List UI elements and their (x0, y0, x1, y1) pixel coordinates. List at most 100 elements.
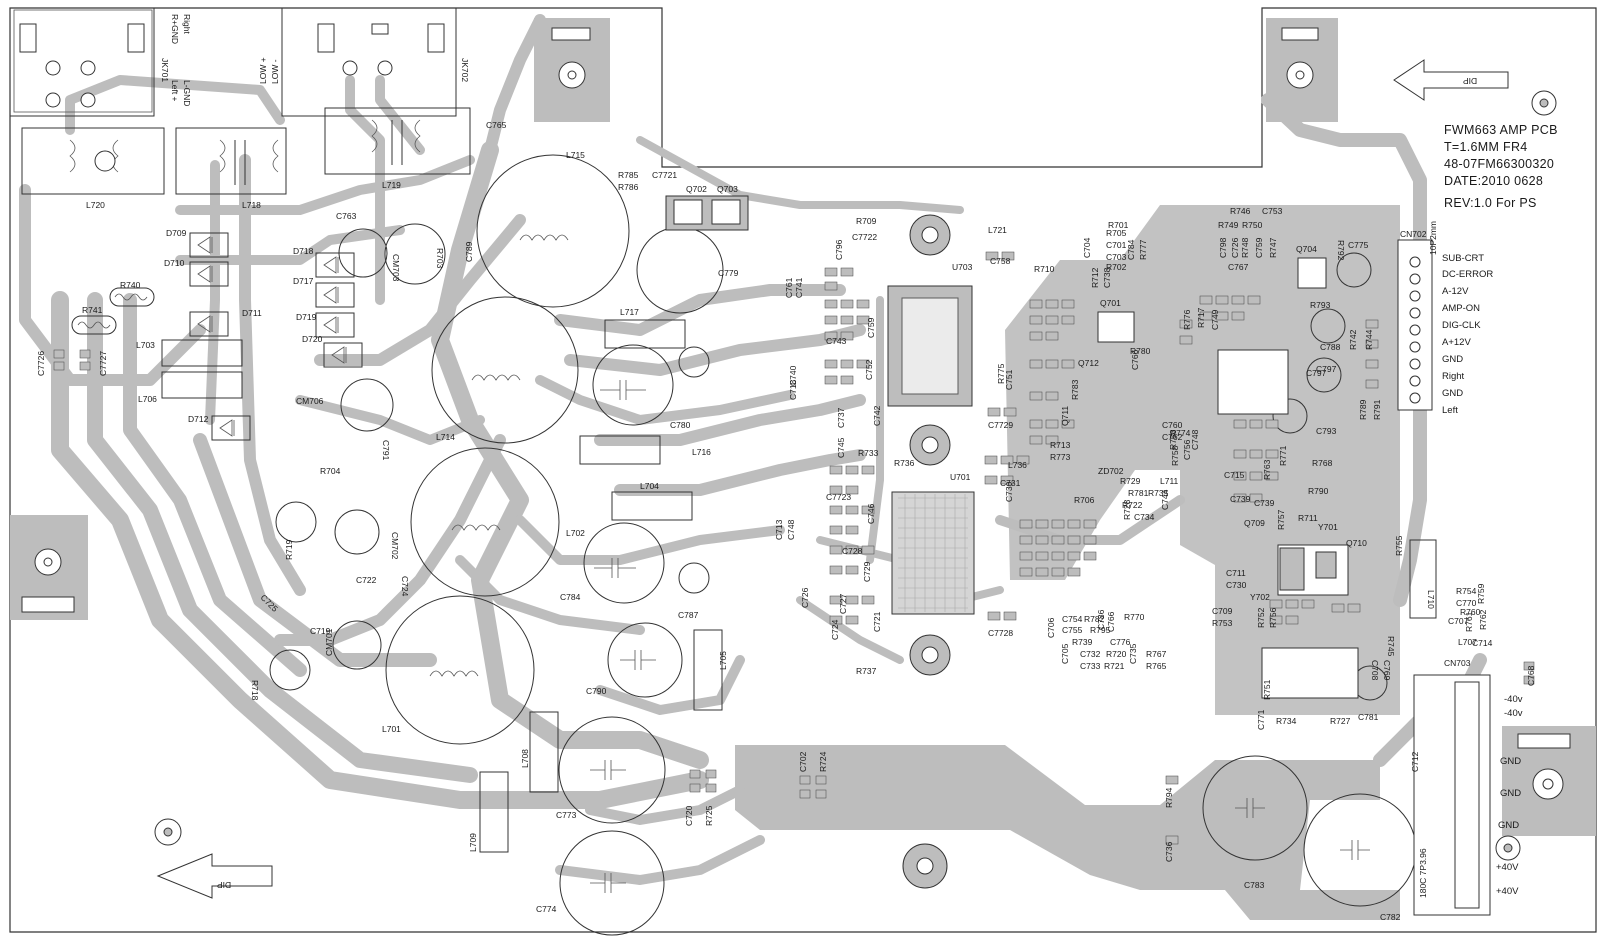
component-ref-label: R770 (1124, 612, 1145, 622)
component-ref-label: C763 (336, 211, 357, 221)
jack-jk702: JK702 LOW + LOW - (258, 7, 470, 117)
component-ref-label: D719 (296, 312, 317, 322)
cn703-pin-label: +40V (1496, 862, 1519, 873)
component-ref-label: C719 (310, 626, 331, 636)
component-ref-label: L718 (242, 200, 261, 210)
component-ref-label: R752 (1256, 607, 1266, 628)
component-ref-label: R768 (1312, 458, 1333, 468)
cn703-part: 180C 7P3.96 (1418, 848, 1428, 898)
component-ref-label: L721 (988, 225, 1007, 235)
component-ref-label: C789 (464, 241, 474, 262)
component-ref-label: C735 (1128, 643, 1138, 664)
jk702-label: JK702 (460, 58, 470, 82)
component-ref-label: C714 (1472, 638, 1493, 648)
component-ref-label: R702 (1106, 262, 1127, 272)
component-ref-label: C766 (1130, 349, 1140, 370)
jk701-pin: Right (182, 14, 192, 34)
component-ref-label: C726 (1230, 237, 1240, 258)
component-ref-label: C782 (1380, 912, 1401, 922)
component-ref-label: C767 (1228, 262, 1249, 272)
component-ref-label: R741 (82, 305, 103, 315)
component-ref-label: C703 (1106, 252, 1127, 262)
component-ref-label: C7727 (98, 351, 108, 376)
component-ref-label: R725 (704, 805, 714, 826)
component-ref-label: R740 (120, 280, 141, 290)
component-ref-label: L702 (566, 528, 585, 538)
component-ref-label: Q712 (1078, 358, 1099, 368)
component-ref-label: L715 (566, 150, 585, 160)
axial-parts (71, 287, 1437, 853)
component-ref-label: R759 (1476, 583, 1486, 604)
board-title: FWM663 AMP PCB (1444, 123, 1558, 137)
board-thickness: T=1.6MM FR4 (1444, 140, 1528, 154)
component-ref-label: R751 (1262, 679, 1272, 700)
component-ref-label: R756 (1268, 607, 1278, 628)
cn702-pin-label: GND (1442, 354, 1463, 365)
component-ref-label: R733 (858, 448, 879, 458)
component-ref-label: C784 (1126, 239, 1136, 260)
component-ref-label: R794 (1164, 787, 1174, 808)
component-ref-label: Y702 (1250, 592, 1270, 602)
component-ref-label: R706 (1074, 495, 1095, 505)
component-ref-label: C7721 (652, 170, 677, 180)
cn702-pin-label: Right (1442, 371, 1465, 382)
component-ref-label: C7722 (852, 232, 877, 242)
component-ref-label: C765 (486, 120, 507, 130)
component-ref-label: R719 (284, 539, 294, 560)
component-ref-label: C728 (842, 546, 863, 556)
diodes (189, 232, 363, 441)
component-ref-label: R783 (1070, 379, 1080, 400)
component-ref-label: C701 (1106, 240, 1127, 250)
component-ref-label: C722 (356, 575, 377, 585)
component-ref-label: R742 (1348, 329, 1358, 350)
cn702-pin-label: DC-ERROR (1442, 269, 1493, 280)
component-ref-label: L703 (136, 340, 155, 350)
component-ref-label: C797 (1306, 368, 1327, 378)
component-ref-label: R760 (1460, 607, 1481, 617)
component-ref-label: Q703 (717, 184, 738, 194)
component-ref-label: D710 (164, 258, 185, 268)
board-date: DATE:2010 0628 (1444, 174, 1543, 188)
connector-cn702 (1397, 239, 1433, 411)
component-ref-label: R791 (1372, 399, 1382, 420)
component-ref-label: C775 (1348, 240, 1369, 250)
component-ref-label: L709 (468, 833, 478, 852)
component-ref-label: Q709 (1244, 518, 1265, 528)
component-ref-label: U703 (952, 262, 973, 272)
component-ref-label: C774 (536, 904, 557, 914)
component-ref-label: R793 (1310, 300, 1331, 310)
component-ref-label: C773 (556, 810, 577, 820)
component-ref-label: D717 (293, 276, 314, 286)
jk701-label: JK701 (160, 58, 170, 82)
component-ref-label: C761 (784, 277, 794, 298)
component-ref-label: L701 (382, 724, 401, 734)
component-ref-label: L720 (86, 200, 105, 210)
dip-arrow-top: DIP (1393, 59, 1509, 101)
component-ref-label: R782 (1084, 614, 1105, 624)
component-ref-label: R753 (1212, 618, 1233, 628)
component-ref-label: C768 (1526, 665, 1536, 686)
board-revision: REV:1.0 For PS (1444, 196, 1537, 210)
component-ref-label: C726 (800, 587, 810, 608)
component-ref-label: C746 (866, 503, 876, 524)
component-ref-label: C740 (788, 365, 798, 386)
component-ref-label: CM702 (390, 532, 400, 560)
component-ref-label: R712 (1090, 267, 1100, 288)
component-ref-label: C712 (1410, 751, 1420, 772)
component-ref-label: C784 (560, 592, 581, 602)
component-ref-label: C733 (1080, 661, 1101, 671)
component-ref-label: R790 (1308, 486, 1329, 496)
component-ref-label: R785 (618, 170, 639, 180)
component-ref-label: CM701 (324, 628, 334, 656)
component-ref-label: R748 (1240, 237, 1250, 258)
component-ref-label: R709 (856, 216, 877, 226)
component-ref-label: R718 (250, 680, 260, 701)
board-outline (9, 7, 1597, 933)
cn703-pin-label: +40V (1496, 886, 1519, 897)
component-ref-label: R734 (1276, 716, 1297, 726)
cn702-pin-label: GND (1442, 388, 1463, 399)
component-ref-label: C724 (400, 576, 410, 597)
component-ref-label: L707 (1458, 637, 1477, 647)
component-ref-label: Q701 (1100, 298, 1121, 308)
